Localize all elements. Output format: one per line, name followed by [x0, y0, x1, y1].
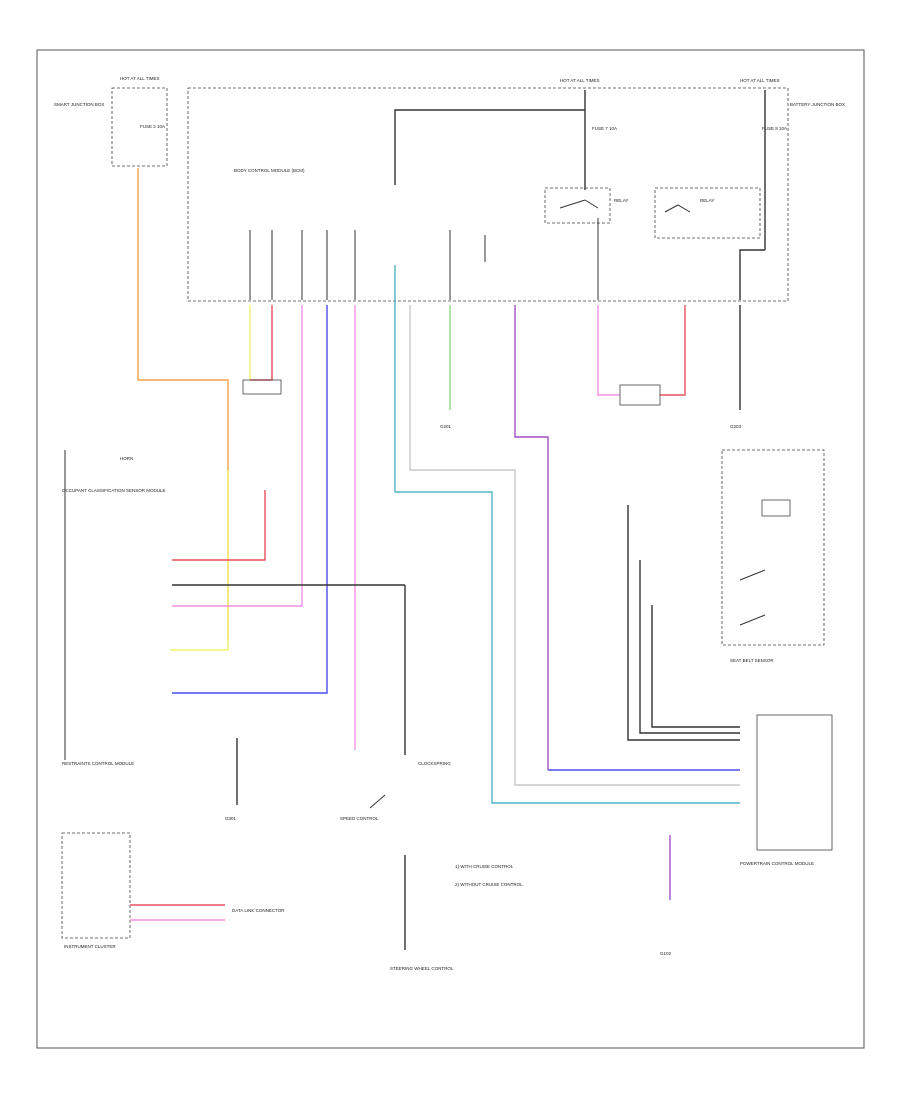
bcm-power-line — [394, 109, 585, 185]
relay-right-switch — [664, 204, 691, 213]
right-small-box — [761, 499, 791, 517]
clockspring-label: CLOCKSPRING — [418, 761, 451, 766]
relay-left-label: RELAY — [614, 198, 628, 203]
instrument-cluster-label: INSTRUMENT CLUSTER — [64, 944, 116, 949]
relay-left-switch — [559, 199, 599, 209]
blue-wire-1 — [172, 305, 328, 694]
purple-wire — [514, 305, 549, 770]
black-wire-module-3 — [651, 605, 740, 728]
right-switch-1 — [739, 569, 766, 581]
fuse-right-link — [739, 249, 765, 300]
relay-right-box — [654, 187, 761, 239]
batt-box-label: BATTERY JUNCTION BOX — [790, 102, 845, 107]
bcm-pin-stubs — [249, 218, 599, 300]
red-wire-2 — [172, 490, 266, 561]
right-upper-module — [721, 449, 825, 646]
ground-right-label: G203 — [730, 424, 742, 429]
restraint-module-label: RESTRAINTS CONTROL MODULE — [62, 761, 134, 766]
relay-left-box — [544, 187, 611, 224]
ground-restraint-label: G301 — [225, 816, 237, 821]
right-lower-module — [756, 714, 833, 851]
diagram-frame — [36, 49, 865, 1049]
legend-2: 2) WITHOUT CRUISE CONTROL — [455, 882, 523, 887]
clockspring-switch — [369, 794, 386, 809]
instrument-cluster-box — [61, 832, 131, 939]
steering-module-label: STEERING WHEEL CONTROL — [390, 966, 454, 971]
yellow-wire — [170, 305, 251, 651]
horn-label: HORN — [120, 456, 133, 461]
fuse-box-left — [111, 87, 168, 167]
ground-mid-label: G201 — [440, 424, 452, 429]
occupant-module-label: OCCUPANT CLASSIFICATION SENSOR MODULE — [62, 488, 166, 493]
cyan-wire — [394, 265, 740, 804]
speed-control-label: SPEED CONTROL — [340, 816, 379, 821]
connector-mid — [619, 384, 661, 406]
relay-right-label: RELAY — [700, 198, 714, 203]
orange-wire — [137, 168, 229, 640]
black-wire-module-2 — [639, 560, 740, 734]
connector-pair-left — [242, 379, 282, 395]
right-switch-2 — [739, 614, 766, 626]
hot-at-right-label: HOT AT ALL TIMES — [740, 78, 780, 83]
ground-bottom-right-label: G102 — [660, 951, 672, 956]
powertrain-module-label: POWERTRAIN CONTROL MODULE — [740, 861, 814, 866]
pink-wire-3 — [597, 305, 620, 396]
red-wire-1 — [250, 305, 273, 381]
hot-at-mid-label: HOT AT ALL TIMES — [560, 78, 600, 83]
pink-wire-1 — [172, 305, 303, 607]
fuse-left-label: FUSE 2 10A — [140, 124, 165, 129]
red-wire-3 — [660, 305, 686, 396]
bcm-label: BODY CONTROL MODULE (BCM) — [234, 168, 305, 173]
bcm-module-outline — [187, 87, 789, 302]
legend-1: 1) WITH CRUISE CONTROL — [455, 864, 514, 869]
belt-sensor-label: SEAT BELT SENSOR — [730, 658, 774, 663]
data-link-label: DATA LINK CONNECTOR — [232, 908, 285, 913]
hot-at-left-label: HOT AT ALL TIMES — [120, 76, 160, 81]
fuse-mid-label: FUSE 7 10A — [592, 126, 617, 131]
black-wire-module — [627, 505, 740, 741]
smart-jb-label: SMART JUNCTION BOX — [54, 102, 104, 107]
gray-wire — [409, 305, 740, 786]
fuse-right-label: FUSE 8 10A — [762, 126, 787, 131]
